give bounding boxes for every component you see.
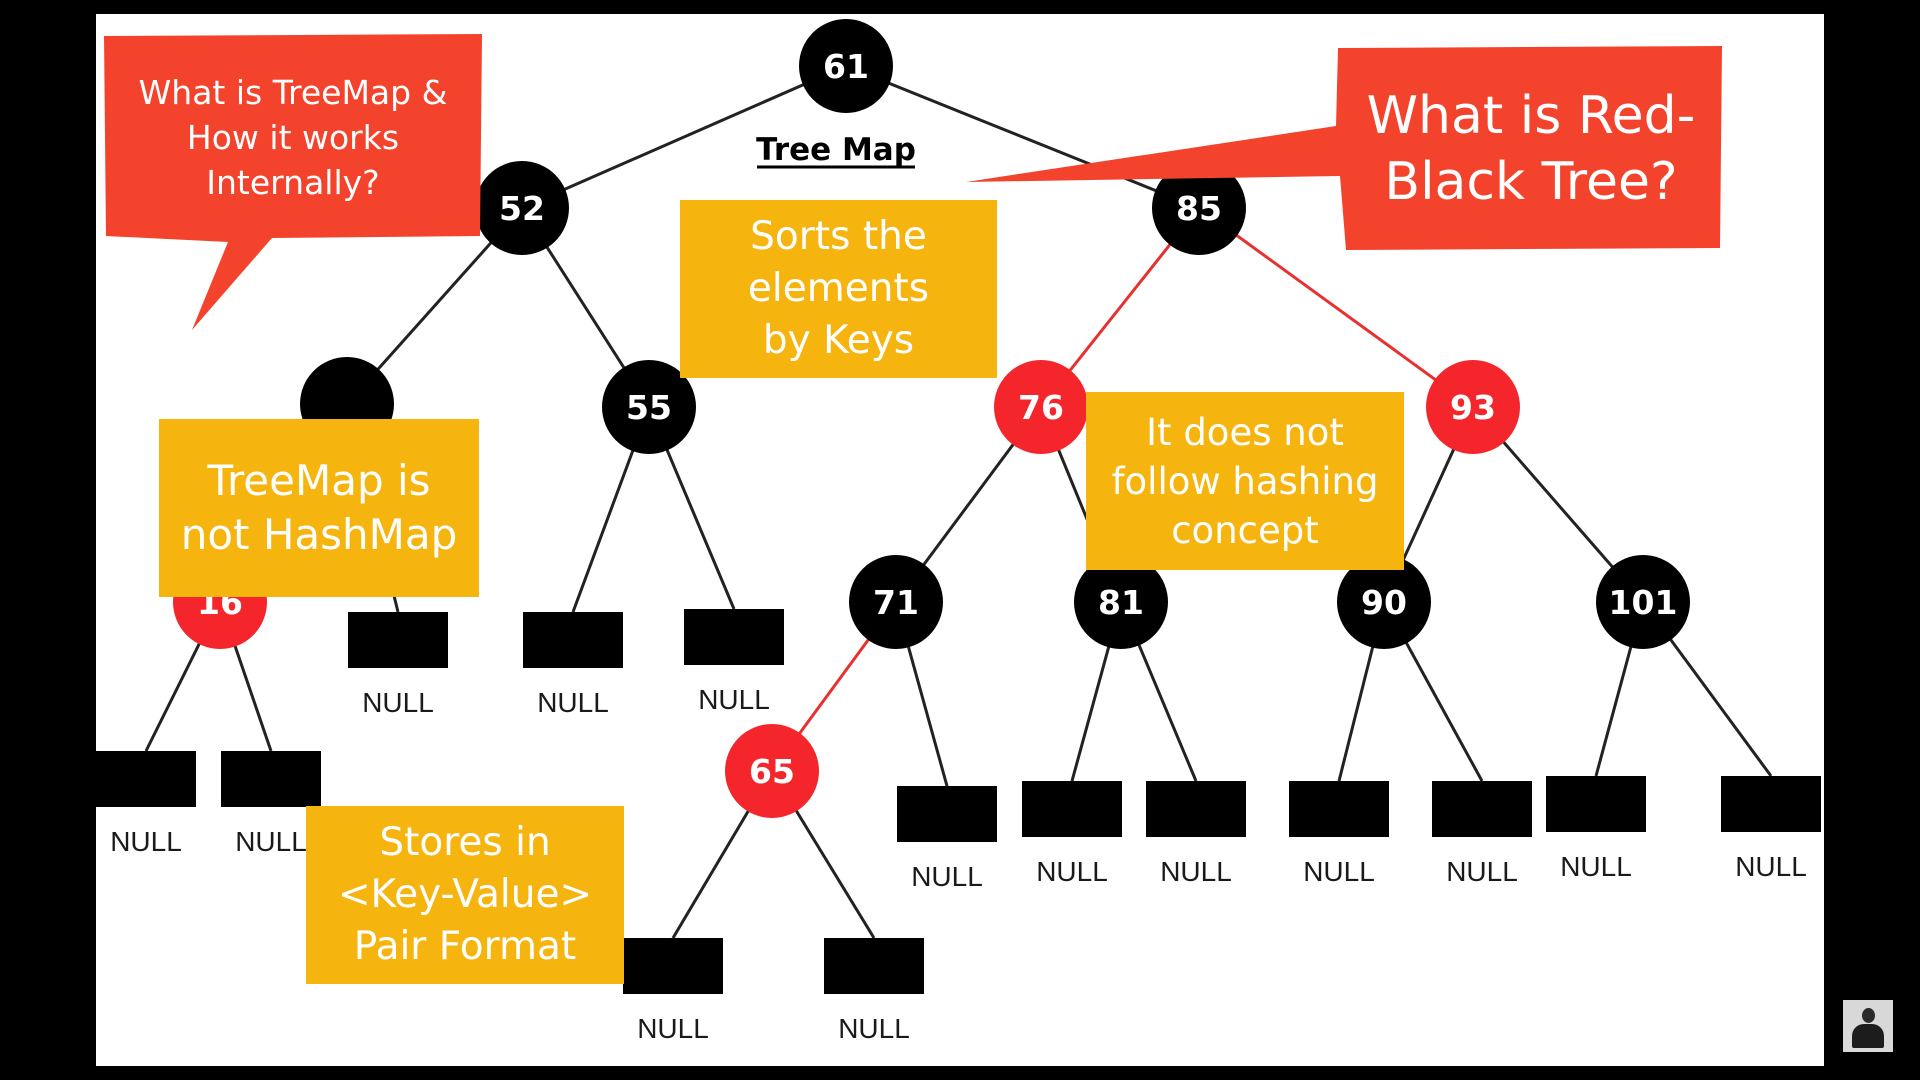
tree-node-circle [602,360,696,454]
null-leaf: NULL [684,609,784,715]
null-leaf: NULL [348,612,448,718]
null-leaf-label: NULL [1560,851,1632,882]
null-leaf-box [1721,776,1821,832]
tree-node-label: 101 [1609,583,1678,622]
null-leaf: NULL [523,612,623,718]
tree-node-circle [1596,555,1690,649]
null-leaf-box [348,612,448,668]
tree-node-circle [1337,555,1431,649]
tree-node-90: 90 [1337,555,1431,649]
tree-node-label: 90 [1361,583,1407,622]
tree-node-circle [849,555,943,649]
tree-node-label: 55 [626,388,672,427]
tree-node-label: 81 [1098,583,1144,622]
null-leaves-layer: NULL NULL NULL NULL NULL NULL NULL NULL NULL NULL… [96,609,1821,1044]
null-leaf: NULL [1289,781,1389,887]
null-leaf-label: NULL [235,826,307,857]
null-leaf-box [824,938,924,994]
tree-title: Tree Map [756,132,916,168]
null-leaf-box [1546,776,1646,832]
tree-node-label: 52 [499,189,545,228]
tree-node-circle [1426,360,1520,454]
tree-node-101: 101 [1596,555,1690,649]
note-no-hashing: It does not follow hashing concept [1086,392,1404,570]
null-leaf-label: NULL [1036,856,1108,887]
presenter-avatar-icon [1843,1000,1893,1052]
null-leaf-label: NULL [1446,856,1518,887]
null-leaf-label: NULL [838,1013,910,1044]
null-leaf-box [1289,781,1389,837]
tree-node-circle [725,724,819,818]
null-leaf-box [221,751,321,807]
null-leaf: NULL [1546,776,1646,882]
null-leaf-box [623,938,723,994]
tree-node-55: 55 [602,360,696,454]
tree-node-81: 81 [1074,555,1168,649]
tree-node-circle [994,360,1088,454]
tree-node-circle [475,161,569,255]
null-leaf: NULL [824,938,924,1044]
null-leaf-box [684,609,784,665]
null-leaf-box [1146,781,1246,837]
tree-node-label: 93 [1450,388,1496,427]
null-leaf-label: NULL [637,1013,709,1044]
null-leaf-box [96,751,196,807]
rbtree-callout-text: What is Red- Black Tree? [1366,86,1696,212]
tree-node-85: 85 [1152,161,1246,255]
null-leaf: NULL [221,751,321,857]
null-leaf-box [897,786,997,842]
tree-node-71: 71 [849,555,943,649]
tree-node-circle [799,19,893,113]
note-not-hashmap: TreeMap is not HashMap [159,419,479,597]
null-leaf-box [1022,781,1122,837]
null-leaf-label: NULL [1735,851,1807,882]
treemap-callout-text: What is TreeMap & How it works Internall… [138,72,448,202]
tree-node-label: 65 [749,752,795,791]
null-leaf: NULL [1022,781,1122,887]
null-leaf: NULL [96,751,196,857]
tree-node-label: 71 [873,583,919,622]
null-leaf-box [1432,781,1532,837]
null-leaf-label: NULL [911,861,983,892]
note-sorts-by-keys: Sorts the elements by Keys [680,200,997,378]
tree-node-76: 76 [994,360,1088,454]
null-leaf-label: NULL [1303,856,1375,887]
tree-node-65: 65 [725,724,819,818]
null-leaf: NULL [897,786,997,892]
slide: NULL NULL NULL NULL NULL NULL NULL NULL NULL NULL… [96,14,1824,1066]
tree-node-label: 85 [1176,189,1222,228]
note-key-value: Stores in <Key-Value> Pair Format [306,806,624,984]
tree-node-93: 93 [1426,360,1520,454]
null-leaf-box [523,612,623,668]
null-leaf: NULL [1146,781,1246,887]
tree-node-label: 76 [1018,388,1064,427]
tree-node-61: 61 [799,19,893,113]
null-leaf: NULL [623,938,723,1044]
null-leaf-label: NULL [698,684,770,715]
tree-node-circle [1074,555,1168,649]
tree-node-label: 61 [823,47,869,86]
tree-node-52: 52 [475,161,569,255]
null-leaf-label: NULL [537,687,609,718]
null-leaf: NULL [1721,776,1821,882]
null-leaf-label: NULL [110,826,182,857]
edge-n61-n52 [521,64,847,210]
null-leaf: NULL [1432,781,1532,887]
null-leaf-label: NULL [1160,856,1232,887]
null-leaf-label: NULL [362,687,434,718]
